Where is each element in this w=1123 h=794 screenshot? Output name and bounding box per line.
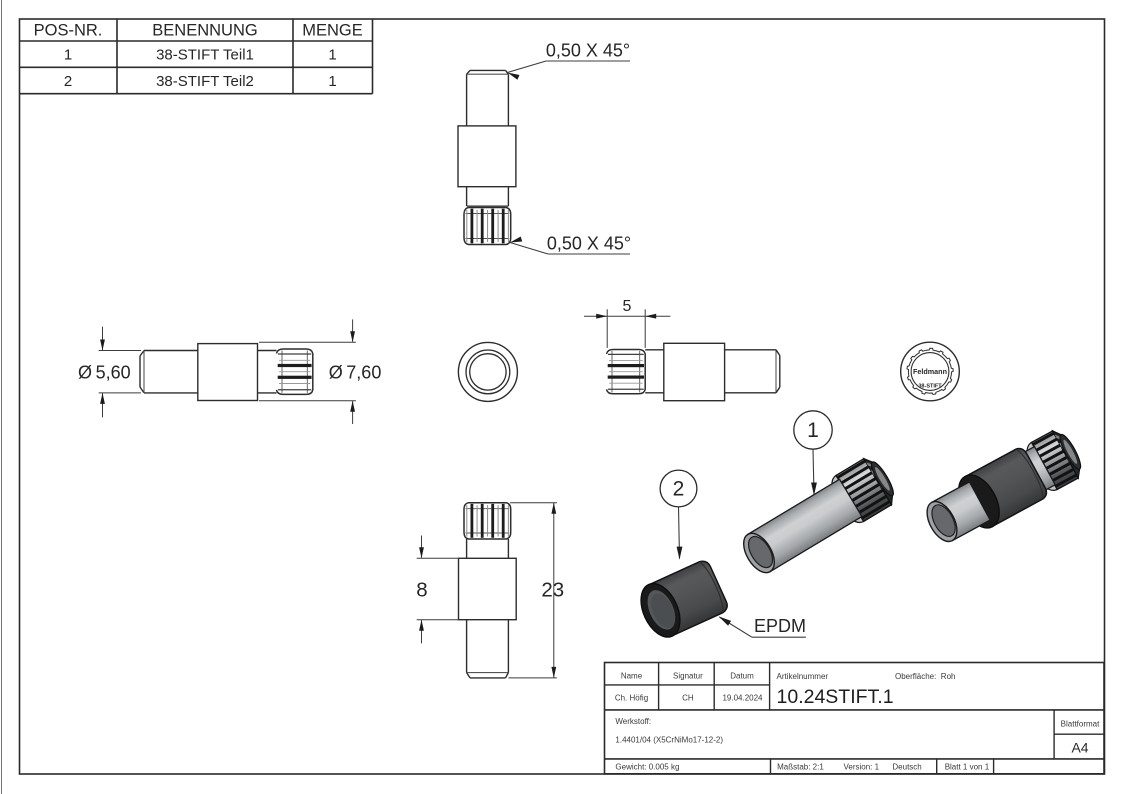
svg-text:Blattformat: Blattformat — [1061, 720, 1100, 729]
svg-text:5: 5 — [622, 298, 631, 315]
svg-text:38-STIFT Teil1: 38-STIFT Teil1 — [156, 47, 254, 64]
svg-text:Ø 5,60: Ø 5,60 — [78, 363, 131, 383]
svg-text:38-STIFT: 38-STIFT — [918, 384, 942, 390]
svg-text:0,50 X 45°: 0,50 X 45° — [547, 234, 631, 254]
svg-text:MENGE: MENGE — [302, 22, 363, 40]
svg-text:1.4401/04 (X5CrNiMo17-12-2): 1.4401/04 (X5CrNiMo17-12-2) — [615, 736, 723, 745]
svg-text:CH: CH — [682, 694, 694, 703]
svg-text:EPDM: EPDM — [754, 616, 806, 636]
svg-text:Artikelnummer: Artikelnummer — [777, 672, 829, 681]
svg-text:Feldmann: Feldmann — [913, 367, 947, 376]
svg-text:Deutsch: Deutsch — [892, 763, 921, 772]
svg-text:Maßstab: 2:1: Maßstab: 2:1 — [777, 763, 824, 772]
svg-text:Blatt 1 von 1: Blatt 1 von 1 — [945, 763, 990, 772]
svg-text:A4: A4 — [1071, 740, 1088, 756]
svg-text:BENENNUNG: BENENNUNG — [152, 22, 257, 40]
svg-text:19.04.2024: 19.04.2024 — [722, 694, 763, 703]
svg-text:2: 2 — [64, 73, 72, 90]
svg-text:23: 23 — [541, 579, 564, 602]
svg-text:0,50 X 45°: 0,50 X 45° — [546, 41, 630, 61]
svg-text:Name: Name — [621, 672, 643, 681]
svg-text:1: 1 — [807, 419, 819, 442]
svg-text:Gewicht: 0.005 kg: Gewicht: 0.005 kg — [615, 763, 679, 772]
svg-text:Datum: Datum — [730, 672, 754, 681]
svg-text:Ø 7,60: Ø 7,60 — [329, 363, 382, 383]
svg-text:10.24STIFT.1: 10.24STIFT.1 — [777, 686, 894, 708]
svg-text:Oberfläche: Roh: Oberfläche: Roh — [895, 672, 955, 681]
svg-text:1: 1 — [328, 73, 336, 90]
svg-text:1: 1 — [328, 47, 336, 64]
svg-text:8: 8 — [416, 579, 427, 602]
svg-text:38-STIFT Teil2: 38-STIFT Teil2 — [156, 73, 254, 90]
svg-text:Version: 1: Version: 1 — [844, 763, 880, 772]
svg-text:POS-NR.: POS-NR. — [34, 22, 103, 40]
svg-text:2: 2 — [673, 478, 685, 501]
svg-text:Ch. Höfig: Ch. Höfig — [615, 694, 648, 703]
svg-text:1: 1 — [64, 47, 72, 64]
svg-text:Werkstoff:: Werkstoff: — [615, 717, 651, 726]
svg-text:Signatur: Signatur — [673, 672, 703, 681]
